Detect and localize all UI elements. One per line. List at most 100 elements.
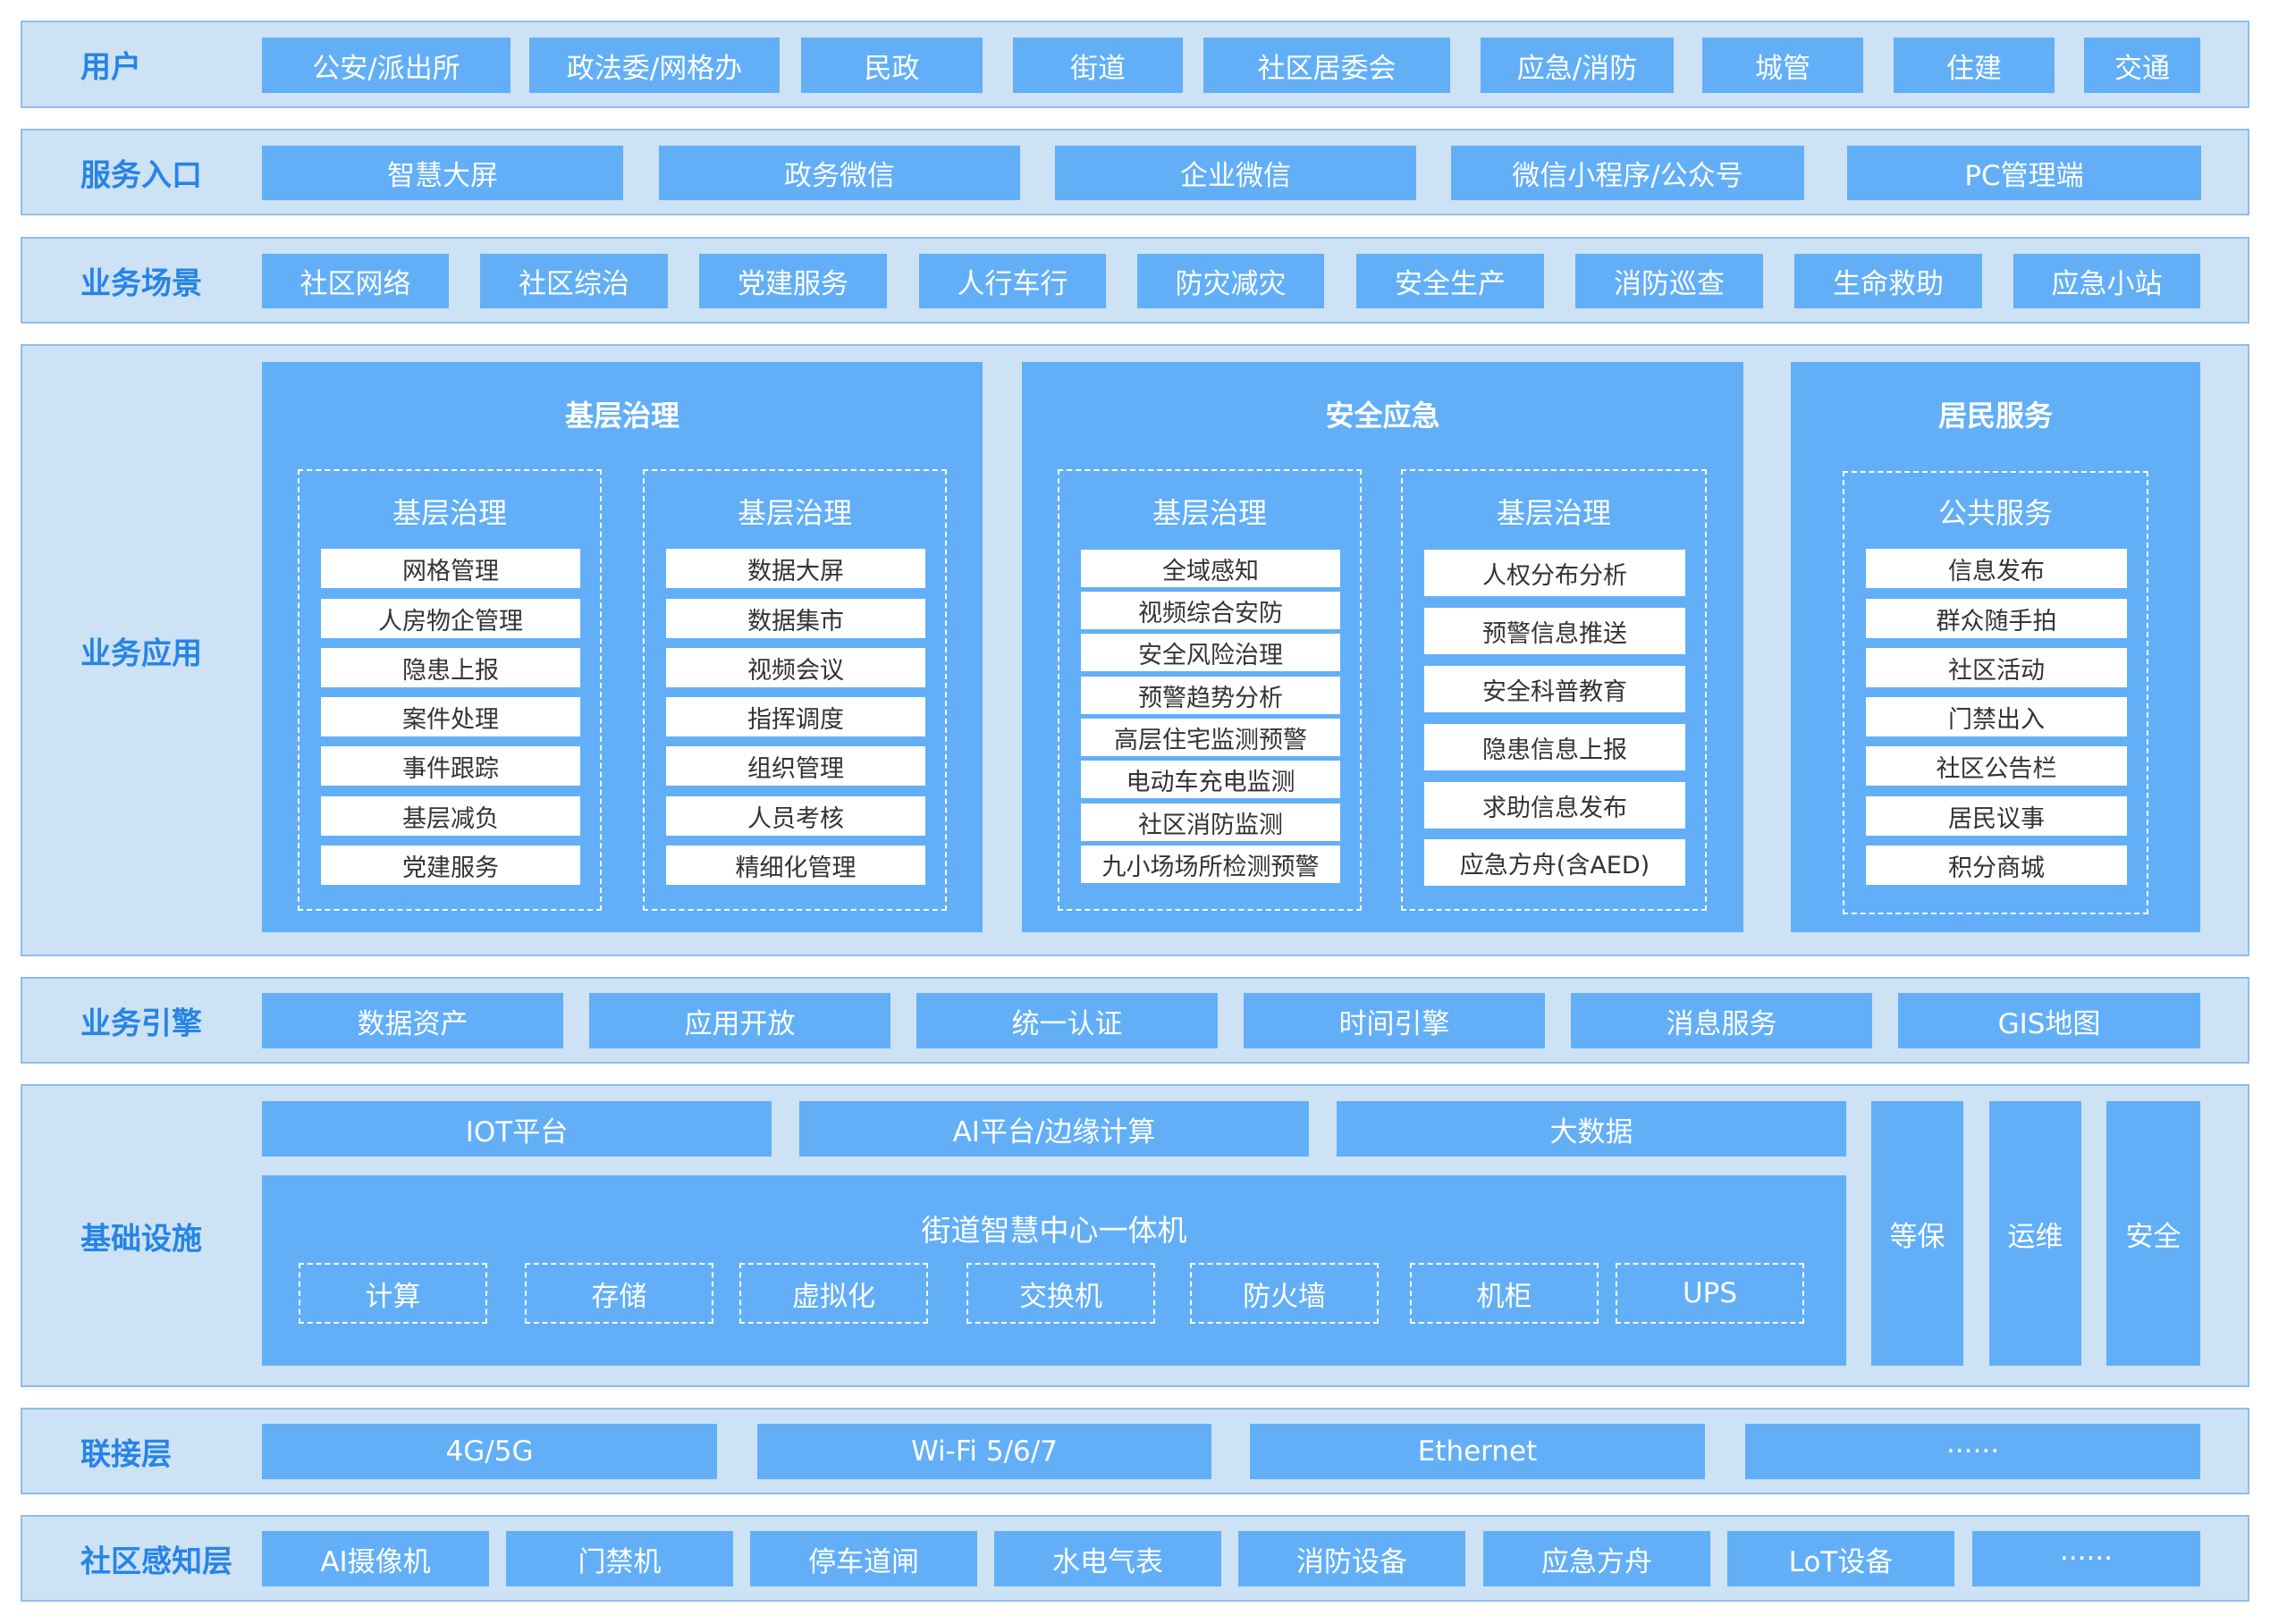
app-item: 安全科普教育	[1424, 666, 1685, 712]
sense-chip: LoT设备	[1727, 1531, 1954, 1586]
app-group: 基层治理 全域感知 视频综合安防 安全风险治理 预警趋势分析 高层住宅监测预警 …	[1058, 469, 1362, 911]
app-item: 电动车充电监测	[1081, 761, 1340, 798]
sense-chip: 停车道闸	[750, 1531, 977, 1586]
user-chip: 公安/派出所	[262, 38, 511, 93]
infra-side-chip: 等保	[1871, 1101, 1963, 1366]
infra-top-chip: 大数据	[1337, 1101, 1846, 1157]
app-item: 组织管理	[666, 746, 925, 786]
sense-chip: 应急方舟	[1483, 1531, 1710, 1586]
app-item: 视频综合安防	[1081, 592, 1340, 629]
scene-chip: 社区综治	[480, 254, 668, 308]
panel-title: 基层治理	[564, 399, 679, 433]
machine-item: UPS	[1616, 1263, 1804, 1324]
app-group: 基层治理 人权分布分析 预警信息推送 安全科普教育 隐患信息上报 求助信息发布 …	[1401, 469, 1707, 911]
app-item: 全域感知	[1081, 550, 1340, 587]
user-chip: 社区居委会	[1203, 38, 1450, 93]
user-chip: 民政	[801, 38, 983, 93]
app-item: 积分商城	[1866, 846, 2127, 885]
engine-chip: GIS地图	[1898, 993, 2200, 1048]
machine-item: 交换机	[966, 1263, 1155, 1324]
app-item: 事件跟踪	[321, 746, 580, 786]
sense-chip: 水电气表	[994, 1531, 1221, 1586]
app-item: 高层住宅监测预警	[1081, 719, 1340, 756]
sense-chip: 门禁机	[506, 1531, 733, 1586]
app-group: 基层治理 网格管理 人房物企管理 隐患上报 案件处理 事件跟踪 基层减负 党建服…	[298, 469, 602, 911]
link-chip: Ethernet	[1250, 1424, 1705, 1479]
machine-title: 街道智慧中心一体机	[921, 1213, 1187, 1248]
scene-chip: 应急小站	[2013, 254, 2200, 308]
user-chip: 交通	[2084, 38, 2200, 93]
app-item: 应急方舟(含AED)	[1424, 839, 1685, 886]
scene-chip: 防灾减灾	[1137, 254, 1324, 308]
app-panel-grassroots: 基层治理 基层治理 网格管理 人房物企管理 隐患上报 案件处理 事件跟踪 基层减…	[262, 362, 983, 932]
app-item: 视频会议	[666, 648, 925, 687]
layer-label: 用户	[80, 49, 141, 86]
app-item: 人权分布分析	[1424, 550, 1685, 596]
layer-label: 业务引擎	[80, 1006, 202, 1041]
app-group: 基层治理 数据大屏 数据集市 视频会议 指挥调度 组织管理 人员考核 精细化管理	[643, 469, 947, 911]
infra-side-chip: 安全	[2106, 1101, 2200, 1366]
app-item: 精细化管理	[666, 846, 925, 885]
app-item: 数据大屏	[666, 549, 925, 588]
layer-label: 业务场景	[80, 265, 202, 301]
infra-top-chip: AI平台/边缘计算	[799, 1101, 1309, 1157]
panel-title: 安全应急	[1325, 399, 1440, 433]
app-group: 公共服务 信息发布 群众随手拍 社区活动 门禁出入 社区公告栏 居民议事 积分商…	[1843, 471, 2148, 914]
app-item: 群众随手拍	[1866, 599, 2127, 638]
machine-item: 虚拟化	[739, 1263, 928, 1324]
panel-title: 居民服务	[1937, 399, 2053, 433]
link-chip: 4G/5G	[262, 1424, 717, 1479]
group-title: 基层治理	[1496, 496, 1611, 530]
engine-chip: 数据资产	[262, 993, 563, 1048]
infra-top-chip: IOT平台	[262, 1101, 772, 1157]
app-item: 党建服务	[321, 846, 580, 885]
layer-label: 服务入口	[80, 157, 202, 193]
entry-chip: 智慧大屏	[262, 146, 623, 200]
group-title: 基层治理	[392, 496, 507, 530]
layer-label: 联接层	[80, 1436, 172, 1472]
app-item: 门禁出入	[1866, 697, 2127, 736]
group-title: 基层治理	[737, 496, 852, 530]
machine-item: 机柜	[1410, 1263, 1599, 1324]
app-panel-safety: 安全应急 基层治理 全域感知 视频综合安防 安全风险治理 预警趋势分析 高层住宅…	[1022, 362, 1743, 932]
user-chip: 住建	[1894, 38, 2055, 93]
scene-chip: 社区网络	[262, 254, 449, 308]
app-item: 预警信息推送	[1424, 608, 1685, 654]
layer-label: 社区感知层	[80, 1544, 232, 1579]
user-chip: 政法委/网格办	[529, 38, 780, 93]
machine-item: 防火墙	[1190, 1263, 1379, 1324]
machine-item: 存储	[525, 1263, 713, 1324]
link-chip: Wi-Fi 5/6/7	[757, 1424, 1211, 1479]
entry-chip: 企业微信	[1055, 146, 1416, 200]
app-item: 居民议事	[1866, 796, 2127, 836]
group-title: 公共服务	[1937, 496, 2053, 530]
layer-label: 基础设施	[80, 1221, 202, 1257]
infra-side-chip: 运维	[1989, 1101, 2081, 1366]
sense-chip: ······	[1972, 1531, 2200, 1586]
sense-chip: 消防设备	[1238, 1531, 1465, 1586]
smart-center-machine: 街道智慧中心一体机 计算 存储 虚拟化 交换机 防火墙 机柜 UPS	[262, 1175, 1846, 1366]
app-item: 人房物企管理	[321, 599, 580, 638]
user-chip: 城管	[1702, 38, 1863, 93]
app-item: 九小场场所检测预警	[1081, 846, 1340, 883]
entry-chip: 微信小程序/公众号	[1451, 146, 1804, 200]
app-item: 预警趋势分析	[1081, 677, 1340, 714]
scene-chip: 安全生产	[1356, 254, 1544, 308]
app-item: 求助信息发布	[1424, 782, 1685, 829]
sense-chip: AI摄像机	[262, 1531, 489, 1586]
link-chip: ······	[1745, 1424, 2200, 1479]
app-item: 信息发布	[1866, 549, 2127, 588]
app-item: 安全风险治理	[1081, 634, 1340, 671]
layer-label: 业务应用	[80, 635, 202, 671]
machine-item: 计算	[299, 1263, 487, 1324]
app-item: 隐患上报	[321, 648, 580, 687]
app-item: 基层减负	[321, 796, 580, 836]
app-item: 人员考核	[666, 796, 925, 836]
scene-chip: 人行车行	[919, 254, 1106, 308]
app-item: 网格管理	[321, 549, 580, 588]
scene-chip: 党建服务	[699, 254, 887, 308]
entry-chip: 政务微信	[659, 146, 1020, 200]
app-item: 社区活动	[1866, 648, 2127, 687]
app-item: 案件处理	[321, 697, 580, 736]
